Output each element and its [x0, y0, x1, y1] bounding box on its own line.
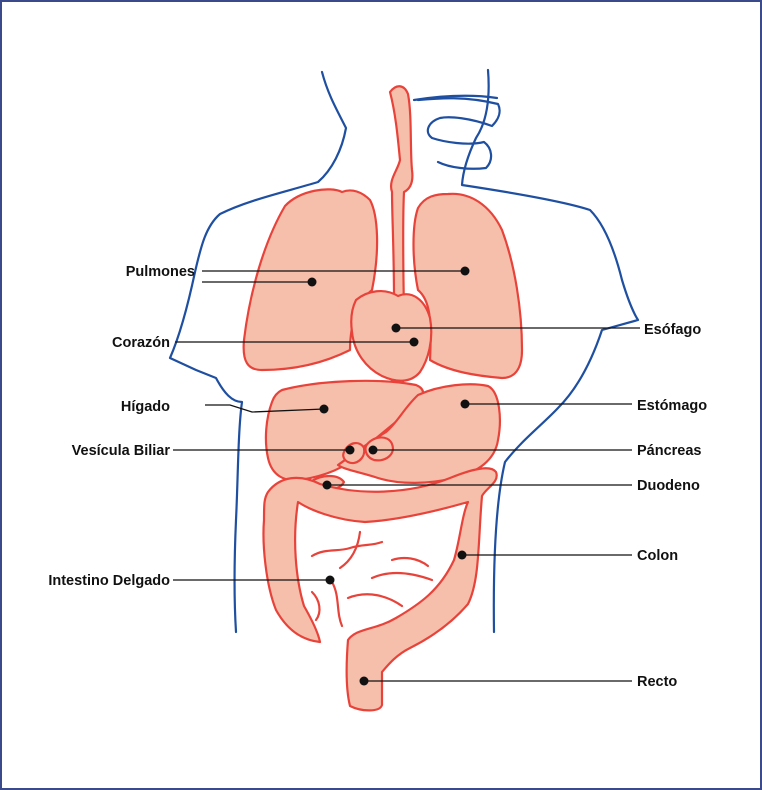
dot-corazon [410, 338, 419, 347]
label-colon: Colon [637, 548, 678, 564]
label-duodeno: Duodeno [637, 478, 700, 494]
dot-vesicula [346, 446, 355, 455]
label-vesicula: Vesícula Biliar [72, 443, 171, 459]
colon [264, 468, 497, 710]
label-pulmones: Pulmones [126, 264, 195, 280]
dot-colon [458, 551, 467, 560]
dot-esofago [392, 324, 401, 333]
label-intestino-delgado: Intestino Delgado [48, 573, 170, 589]
label-esofago: Esófago [644, 322, 701, 338]
dot-pancreas [369, 446, 378, 455]
label-estomago: Estómago [637, 398, 707, 414]
label-corazon: Corazón [112, 335, 170, 351]
dot-duodeno [323, 481, 332, 490]
dot-recto [360, 677, 369, 686]
lungs [244, 189, 522, 380]
dot-pulmones-left [308, 278, 317, 287]
dot-higado [320, 405, 329, 414]
label-recto: Recto [637, 674, 677, 690]
label-higado: Hígado [121, 399, 170, 415]
dot-intestino [326, 576, 335, 585]
heart [351, 291, 431, 381]
dot-pulmones-right [461, 267, 470, 276]
dot-estomago [461, 400, 470, 409]
label-pancreas: Páncreas [637, 443, 702, 459]
